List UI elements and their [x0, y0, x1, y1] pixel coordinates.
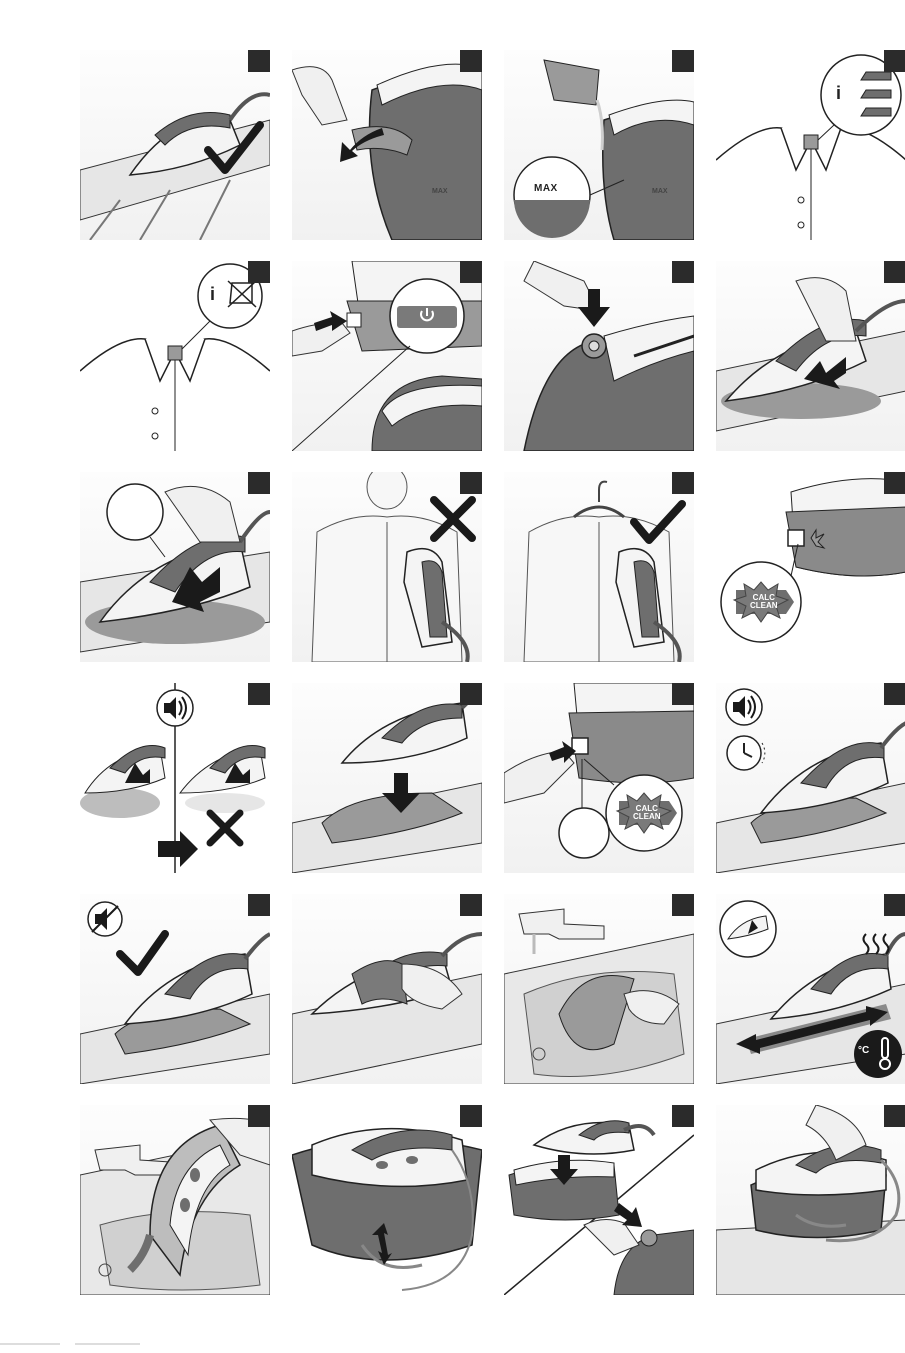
panel-6 [292, 261, 482, 451]
arrow-right-icon [158, 831, 198, 867]
step-number [884, 261, 905, 283]
lock-release-button-illustration [504, 261, 694, 451]
wipe-soleplate-illustration [292, 894, 482, 1084]
shirt-no-iron-label-illustration [80, 261, 270, 451]
step-number [884, 1105, 905, 1127]
panel-13 [80, 683, 270, 873]
step-number [460, 50, 482, 72]
step-number [672, 1105, 694, 1127]
fill-water-tank-illustration [504, 50, 694, 240]
panel-20: °C [716, 894, 905, 1084]
info-icon: i [836, 84, 841, 103]
calc-clean-label: CALC CLEAN [633, 805, 661, 822]
shirt-label-illustration [716, 50, 905, 240]
step-number [884, 894, 905, 916]
descale-sound-steam-illustration [80, 683, 270, 873]
instruction-grid: MAX MAX MAX [80, 50, 905, 1295]
panel-12: CALC CLEAN [716, 472, 905, 662]
step-number [460, 1105, 482, 1127]
step-number [884, 50, 905, 72]
panel-19 [504, 894, 694, 1084]
heat-waves-icon [864, 934, 889, 954]
panel-21 [80, 1105, 270, 1295]
temperature-unit: °C [858, 1046, 869, 1057]
panel-16 [716, 683, 905, 873]
panel-14 [292, 683, 482, 873]
place-on-calc-container-illustration [292, 683, 482, 873]
step-number [460, 894, 482, 916]
step-number [672, 261, 694, 283]
step-number [672, 894, 694, 916]
checkmark-icon [120, 934, 165, 972]
step-number [248, 1105, 270, 1127]
rinse-calc-container-illustration [504, 894, 694, 1084]
empty-water-tank-illustration [80, 1105, 270, 1295]
panel-11 [504, 472, 694, 662]
step-number [672, 50, 694, 72]
step-number [248, 683, 270, 705]
tank-max-mark: MAX [652, 188, 668, 195]
sound-stops-done-illustration [80, 894, 270, 1084]
step-number [884, 472, 905, 494]
step-number [884, 683, 905, 705]
lock-iron-on-base-illustration [504, 1105, 694, 1295]
steam-boost-illustration [80, 472, 270, 662]
panel-18 [292, 894, 482, 1084]
panel-10 [292, 472, 482, 662]
panel-24 [716, 1105, 905, 1295]
step-number [248, 894, 270, 916]
wait-sound-timer-illustration [716, 683, 905, 873]
step-number [672, 472, 694, 494]
open-water-tank-illustration [292, 50, 482, 240]
cross-icon [210, 813, 240, 843]
store-cord-illustration [292, 1105, 482, 1295]
panel-15: CALC CLEAN [504, 683, 694, 873]
panel-4: i [716, 50, 905, 240]
tank-max-mark: MAX [432, 188, 448, 195]
do-not-steam-on-person-illustration [292, 472, 482, 662]
step-number [460, 472, 482, 494]
step-number [460, 683, 482, 705]
panel-8 [716, 261, 905, 451]
panel-22 [292, 1105, 482, 1295]
panel-23 [504, 1105, 694, 1295]
calc-clean-label: CALC CLEAN [750, 594, 778, 611]
iron-temperature-icons [861, 72, 891, 116]
panel-2: MAX [292, 50, 482, 240]
step-number [672, 683, 694, 705]
panel-9 [80, 472, 270, 662]
panel-5: i [80, 261, 270, 451]
carry-device-illustration [716, 1105, 905, 1295]
iron-dry-soleplate-illustration [716, 894, 905, 1084]
max-callout-label: MAX [534, 184, 558, 195]
page-crop-marks [0, 1336, 200, 1353]
step-number [460, 261, 482, 283]
panel-1 [80, 50, 270, 240]
steam-trigger-illustration [716, 261, 905, 451]
panel-7 [504, 261, 694, 451]
step-number [248, 50, 270, 72]
vertical-steam-hanger-illustration [504, 472, 694, 662]
power-button-illustration [292, 261, 482, 451]
info-icon: i [210, 285, 215, 304]
press-calc-clean-button-illustration [504, 683, 694, 873]
calc-clean-light-illustration [716, 472, 905, 662]
step-number [248, 261, 270, 283]
step-number [248, 472, 270, 494]
panel-17 [80, 894, 270, 1084]
iron-on-board-illustration [80, 50, 270, 240]
panel-3: MAX MAX [504, 50, 694, 240]
